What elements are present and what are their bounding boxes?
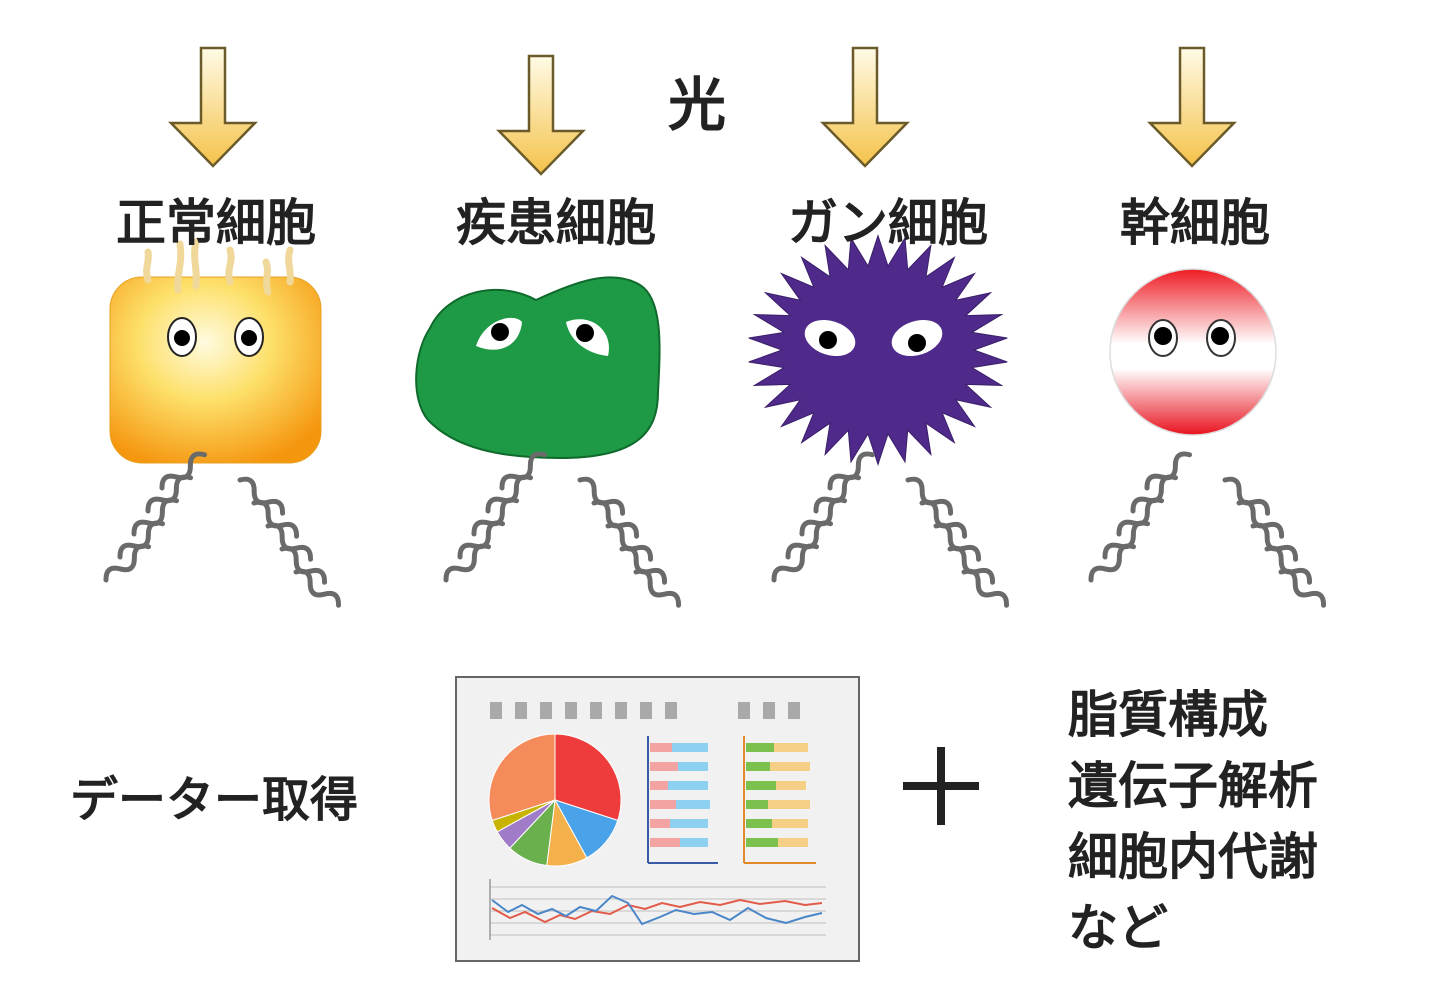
wave-right bbox=[236, 475, 286, 518]
wave-right bbox=[618, 544, 668, 587]
report-header-blocks bbox=[490, 702, 800, 719]
wave-right bbox=[946, 544, 996, 587]
bar-segment bbox=[746, 838, 778, 847]
wave-left bbox=[484, 473, 534, 516]
light-arrow-cancer bbox=[821, 46, 909, 168]
report-bar-chart-left bbox=[647, 736, 718, 864]
bar-segment bbox=[746, 762, 770, 771]
wave-right bbox=[904, 475, 954, 518]
wave-right bbox=[1235, 498, 1285, 541]
normal-cell-label: 正常細胞 bbox=[116, 194, 316, 252]
bar-segment bbox=[650, 743, 672, 752]
bar-segment bbox=[746, 743, 774, 752]
wave-left bbox=[130, 496, 180, 539]
cilia bbox=[143, 238, 294, 296]
light-label: 光 bbox=[668, 71, 727, 139]
disease-cell-label: 疾患細胞 bbox=[456, 194, 656, 252]
cancer-cell-label: ガン細胞 bbox=[788, 194, 988, 252]
plus-sign bbox=[903, 747, 979, 825]
wave-right bbox=[604, 521, 654, 564]
wave-left bbox=[1087, 542, 1137, 585]
wave-right bbox=[250, 498, 300, 541]
wave-left bbox=[442, 542, 492, 585]
wave-left bbox=[144, 473, 194, 516]
data-report-panel bbox=[455, 676, 860, 962]
analysis-item: 脂質構成 bbox=[1068, 686, 1268, 744]
wave-right bbox=[1221, 475, 1271, 518]
bar-segment bbox=[650, 819, 670, 828]
wave-right bbox=[960, 567, 1010, 610]
bar-segment bbox=[770, 762, 810, 771]
normal-cell bbox=[109, 238, 322, 464]
wave-left bbox=[116, 519, 166, 562]
bar-segment bbox=[680, 838, 708, 847]
pie-slice bbox=[488, 733, 556, 822]
wave-left bbox=[798, 496, 848, 539]
wave-right bbox=[632, 567, 682, 610]
bar-segment bbox=[778, 838, 808, 847]
wave-right bbox=[1249, 521, 1299, 564]
bar-segment bbox=[746, 819, 772, 828]
emission-waves bbox=[102, 450, 1327, 610]
light-arrow-normal bbox=[169, 46, 257, 168]
bar-segment bbox=[676, 800, 710, 809]
wave-right bbox=[278, 544, 328, 587]
analysis-item: など bbox=[1068, 899, 1168, 957]
analysis-item: 細胞内代謝 bbox=[1068, 828, 1318, 886]
bar-segment bbox=[774, 743, 808, 752]
cancer-cell bbox=[748, 233, 1008, 467]
report-pie-chart bbox=[488, 733, 622, 867]
bar-segment bbox=[650, 781, 668, 790]
bar-segment bbox=[776, 781, 806, 790]
wave-left bbox=[1143, 450, 1193, 493]
wave-right bbox=[918, 498, 968, 541]
wave-left bbox=[470, 496, 520, 539]
report-bar-chart-right bbox=[743, 736, 816, 864]
bar-segment bbox=[678, 762, 708, 771]
wave-right bbox=[264, 521, 314, 564]
report-line-chart bbox=[489, 879, 826, 940]
wave-right bbox=[1277, 567, 1327, 610]
stem-cell bbox=[1109, 268, 1277, 436]
wave-right bbox=[932, 521, 982, 564]
wave-right bbox=[590, 498, 640, 541]
wave-left bbox=[102, 542, 152, 585]
pie-slice bbox=[554, 733, 622, 822]
wave-right bbox=[292, 567, 342, 610]
wave-left bbox=[1115, 496, 1165, 539]
bar-segment bbox=[670, 819, 708, 828]
bar-segment bbox=[672, 743, 708, 752]
light-arrow-stem bbox=[1148, 46, 1236, 168]
disease-cell bbox=[415, 276, 661, 460]
stem-cell-label: 幹細胞 bbox=[1120, 194, 1270, 252]
analysis-list: 脂質構成 遺伝子解析 細胞内代謝 など bbox=[1068, 680, 1318, 964]
wave-left bbox=[1101, 519, 1151, 562]
wave-left bbox=[784, 519, 834, 562]
bar-segment bbox=[650, 762, 678, 771]
wave-left bbox=[456, 519, 506, 562]
bar-segment bbox=[650, 800, 676, 809]
light-arrow-disease bbox=[497, 54, 585, 176]
wave-right bbox=[1263, 544, 1313, 587]
wave-left bbox=[770, 542, 820, 585]
wave-left bbox=[812, 473, 862, 516]
bar-segment bbox=[746, 781, 776, 790]
bar-segment bbox=[668, 781, 708, 790]
bar-segment bbox=[772, 819, 808, 828]
analysis-item: 遺伝子解析 bbox=[1068, 757, 1318, 815]
wave-right bbox=[576, 475, 626, 518]
bar-segment bbox=[746, 800, 768, 809]
wave-left bbox=[1129, 473, 1179, 516]
data-acquisition-label: データー取得 bbox=[70, 772, 359, 828]
bar-segment bbox=[650, 838, 680, 847]
bar-segment bbox=[768, 800, 810, 809]
